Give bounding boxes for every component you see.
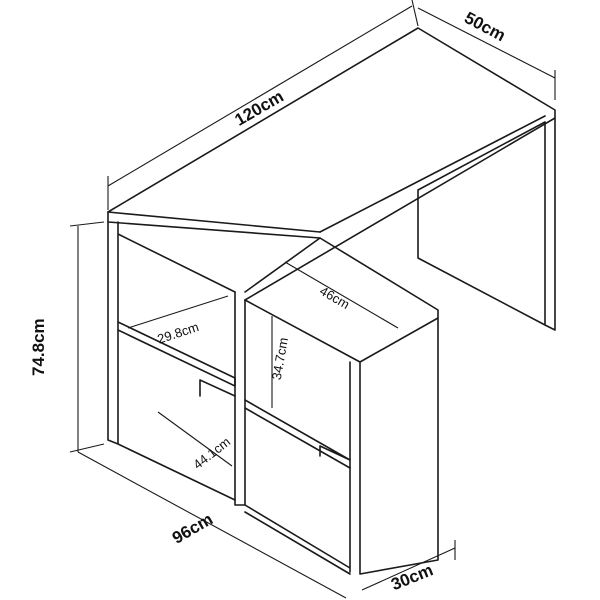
desktop-underside-line: [319, 115, 546, 233]
dim-tick: [411, 0, 419, 27]
desk-drawing: [107, 27, 556, 575]
label-depth-top: 50cm: [461, 8, 508, 45]
label-height-total: 74.8cm: [29, 318, 48, 376]
desktop-front-edge: [107, 211, 321, 239]
small-cabinet-top: [244, 237, 439, 575]
dim-depth-side-line: [361, 547, 456, 591]
label-shelf-height: 34.7cm: [269, 336, 291, 381]
label-width-total: 120cm: [232, 87, 287, 130]
dim-top-depth-small-line: [284, 261, 399, 329]
center-divider: [234, 291, 246, 506]
desktop-top-front-line: [107, 211, 321, 233]
desktop-top-surface: [107, 27, 556, 301]
dim-width-side-line: [77, 451, 347, 599]
dim-tick: [69, 221, 105, 227]
dim-width-total-line: [107, 5, 413, 187]
label-top-depth-small: 46cm: [317, 283, 352, 312]
dim-tick: [69, 443, 105, 453]
small-cabinet-shelf: [244, 399, 351, 469]
dim-shelf-width-line: [127, 295, 229, 329]
dim-shelf-depth-line: [157, 411, 233, 467]
small-cabinet-sides: [244, 361, 351, 575]
left-shelf-unit: [107, 221, 236, 501]
label-shelf-width: 29.8cm: [155, 319, 200, 346]
dimension-lines: [69, 0, 556, 599]
dim-depth-top-line: [417, 7, 556, 79]
left-back-panel: [199, 379, 236, 397]
label-width-side: 96cm: [169, 509, 216, 547]
right-leg-panel: [417, 117, 556, 331]
